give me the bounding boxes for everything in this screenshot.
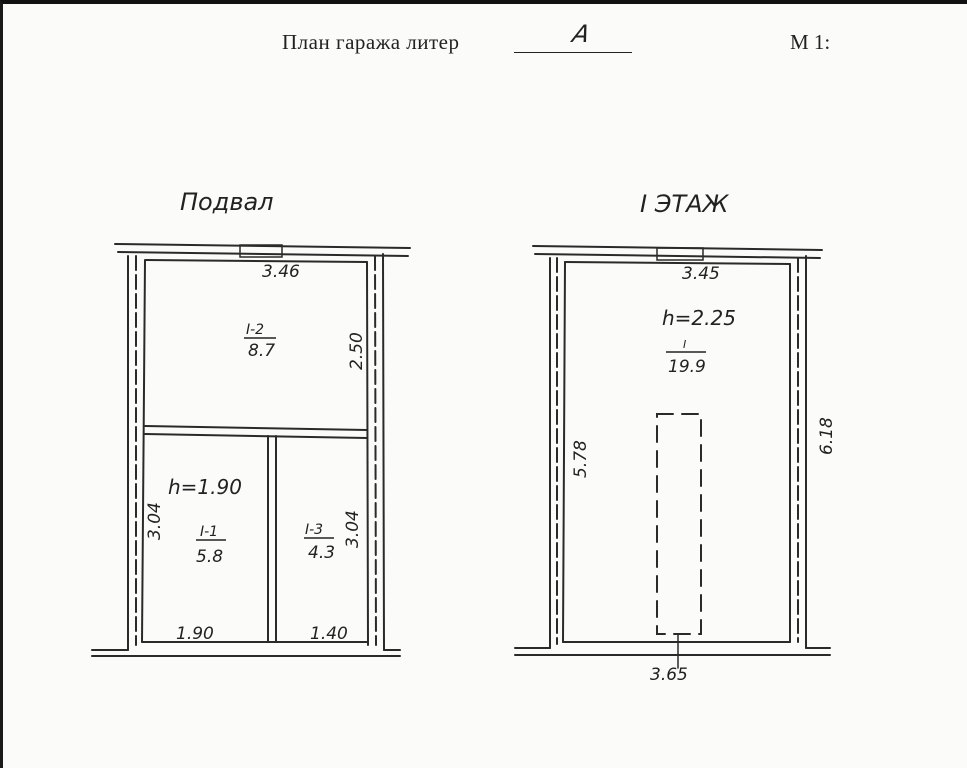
plan-title: План гаража литер bbox=[282, 30, 460, 54]
room-3-number: I-3 bbox=[305, 522, 323, 538]
basement-bottom-right-dim: 1.40 bbox=[310, 624, 348, 644]
floor1-right-dim: 6.18 bbox=[817, 417, 837, 455]
liter-underline bbox=[514, 52, 632, 53]
room-3-area: 4.3 bbox=[308, 543, 335, 563]
basement-right-upper-dim: 2.50 bbox=[347, 332, 367, 370]
room-1-number: I-1 bbox=[200, 524, 218, 540]
floor1-left-dim: 5.78 bbox=[571, 440, 591, 478]
scale-label: М 1: bbox=[790, 30, 831, 54]
room-2-number: I-2 bbox=[246, 322, 264, 338]
basement-top-width: 3.46 bbox=[262, 262, 300, 282]
basement-height: h=1.90 bbox=[168, 475, 242, 499]
floor1-room-area: 19.9 bbox=[668, 357, 706, 377]
basement-walls bbox=[91, 243, 411, 657]
floor1-walls bbox=[514, 245, 831, 669]
basement-title: Подвал bbox=[180, 188, 274, 216]
floor1-top-width: 3.45 bbox=[682, 264, 720, 284]
floor1-room-number: I bbox=[683, 338, 686, 351]
basement-right-lower-dim: 3.04 bbox=[343, 510, 363, 548]
room-2-area: 8.7 bbox=[248, 341, 275, 361]
floor1-height: h=2.25 bbox=[662, 306, 736, 330]
basement-left-lower-dim: 3.04 bbox=[145, 502, 165, 540]
floor1-bottom-dim: 3.65 bbox=[650, 665, 688, 685]
basement-bottom-left-dim: 1.90 bbox=[176, 624, 214, 644]
room-1-area: 5.8 bbox=[196, 547, 223, 567]
floor1-title: I ЭТАЖ bbox=[640, 190, 730, 218]
